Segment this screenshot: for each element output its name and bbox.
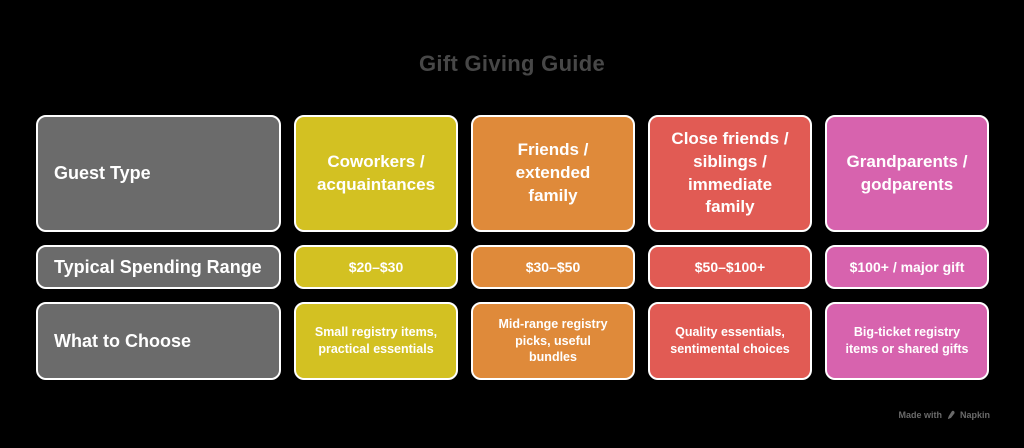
guest-type-coworkers-cell: Coworkers / acquaintances — [294, 115, 458, 232]
choose-coworkers-cell: Small registry items, practical essentia… — [294, 302, 458, 380]
watermark-brand-text: Napkin — [959, 410, 990, 420]
guest-type-friends-cell: Friends / extended family — [471, 115, 635, 232]
choose-grandparents-cell: Big-ticket registry items or shared gift… — [825, 302, 989, 380]
row-label-what-to-choose: What to Choose — [36, 302, 281, 380]
watermark: Made with Napkin — [898, 410, 990, 420]
page-title: Gift Giving Guide — [419, 51, 605, 76]
row-label-spending-range: Typical Spending Range — [36, 245, 281, 289]
guest-type-close-family-cell: Close friends / siblings / immediate fam… — [648, 115, 812, 232]
spending-coworkers-cell: $20–$30 — [294, 245, 458, 289]
row-label-guest-type: Guest Type — [36, 115, 281, 232]
spending-close-family-cell: $50–$100+ — [648, 245, 812, 289]
guide-table: Guest Type Coworkers / acquaintances Fri… — [36, 115, 989, 380]
spending-friends-cell: $30–$50 — [471, 245, 635, 289]
guest-type-grandparents-cell: Grandparents / godparents — [825, 115, 989, 232]
spending-grandparents-cell: $100+ / major gift — [825, 245, 989, 289]
choose-close-family-cell: Quality essentials, sentimental choices — [648, 302, 812, 380]
watermark-made-with-text: Made with — [898, 410, 942, 420]
choose-friends-cell: Mid-range registry picks, useful bundles — [471, 302, 635, 380]
napkin-logo-icon — [946, 410, 956, 420]
